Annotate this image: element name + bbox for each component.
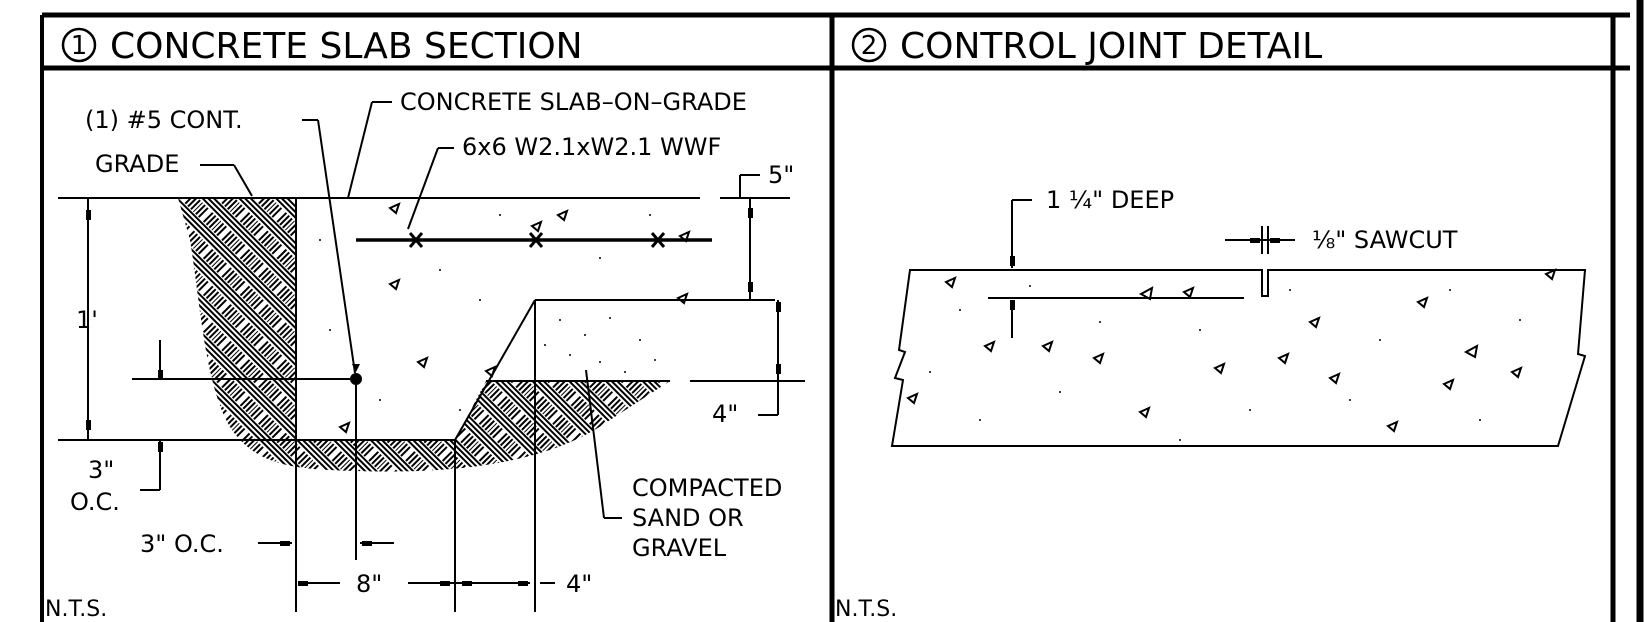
rebar-dot: [350, 373, 362, 385]
control-joint-drawing: 1 ¼" DEEP ⅛" SAWCUT N.T.S.: [835, 186, 1587, 622]
rebar-label: (1) #5 CONT.: [85, 106, 243, 134]
dimension-4in-horizontal: 4": [566, 570, 592, 598]
sheet-frame: [40, 0, 1644, 622]
dimension-3in-oc-a: 3": [88, 456, 114, 484]
detail-number-circle: [61, 27, 97, 63]
detail-number: 2: [861, 31, 878, 61]
dimension-3in-oc-bottom: 3" O.C.: [140, 530, 224, 558]
fill-label-line-3: GRAVEL: [632, 534, 727, 562]
aggregate-marks: [906, 268, 1557, 433]
aggregate-marks: [338, 202, 691, 434]
grade-label: GRADE: [95, 150, 179, 178]
wwf-label: 6x6 W2.1xW2.1 WWF: [462, 133, 721, 161]
earth-hatch: [178, 198, 670, 472]
panel-title: CONTROL JOINT DETAIL: [900, 26, 1322, 67]
dimension-ticks: [86, 208, 781, 586]
dimension-5in: 5": [768, 161, 794, 189]
dimension-ticks: [1010, 238, 1280, 310]
dimension-3in-oc-b: O.C.: [70, 488, 120, 516]
panel-2-header: 2 CONTROL JOINT DETAIL: [851, 26, 1322, 67]
depth-label: 1 ¼" DEEP: [1046, 186, 1174, 214]
slab-outline: [890, 269, 1587, 447]
fill-label-line-2: SAND OR: [632, 504, 744, 532]
concrete-dots: [929, 285, 1521, 441]
scale-note: N.T.S.: [45, 597, 107, 622]
panel-title: CONCRETE SLAB SECTION: [110, 26, 583, 67]
detail-number: 1: [71, 31, 88, 61]
sawcut-label: ⅛" SAWCUT: [1312, 226, 1458, 254]
scale-note: N.T.S.: [835, 597, 897, 622]
fill-label-line-1: COMPACTED: [632, 474, 782, 502]
slab-label: CONCRETE SLAB–ON–GRADE: [400, 88, 747, 116]
dimension-8in: 8": [356, 570, 382, 598]
slab-section-drawing: (1) #5 CONT. CONCRETE SLAB–ON–GRADE 6x6 …: [45, 88, 805, 622]
panel-1-header: 1 CONCRETE SLAB SECTION: [61, 26, 583, 67]
sand-dots: [319, 214, 656, 411]
detail-number-circle: [851, 27, 887, 63]
dimension-1ft: 1': [76, 306, 98, 334]
wire-mesh-crosses: [408, 232, 666, 248]
dimension-4in-vertical: 4": [712, 400, 738, 428]
